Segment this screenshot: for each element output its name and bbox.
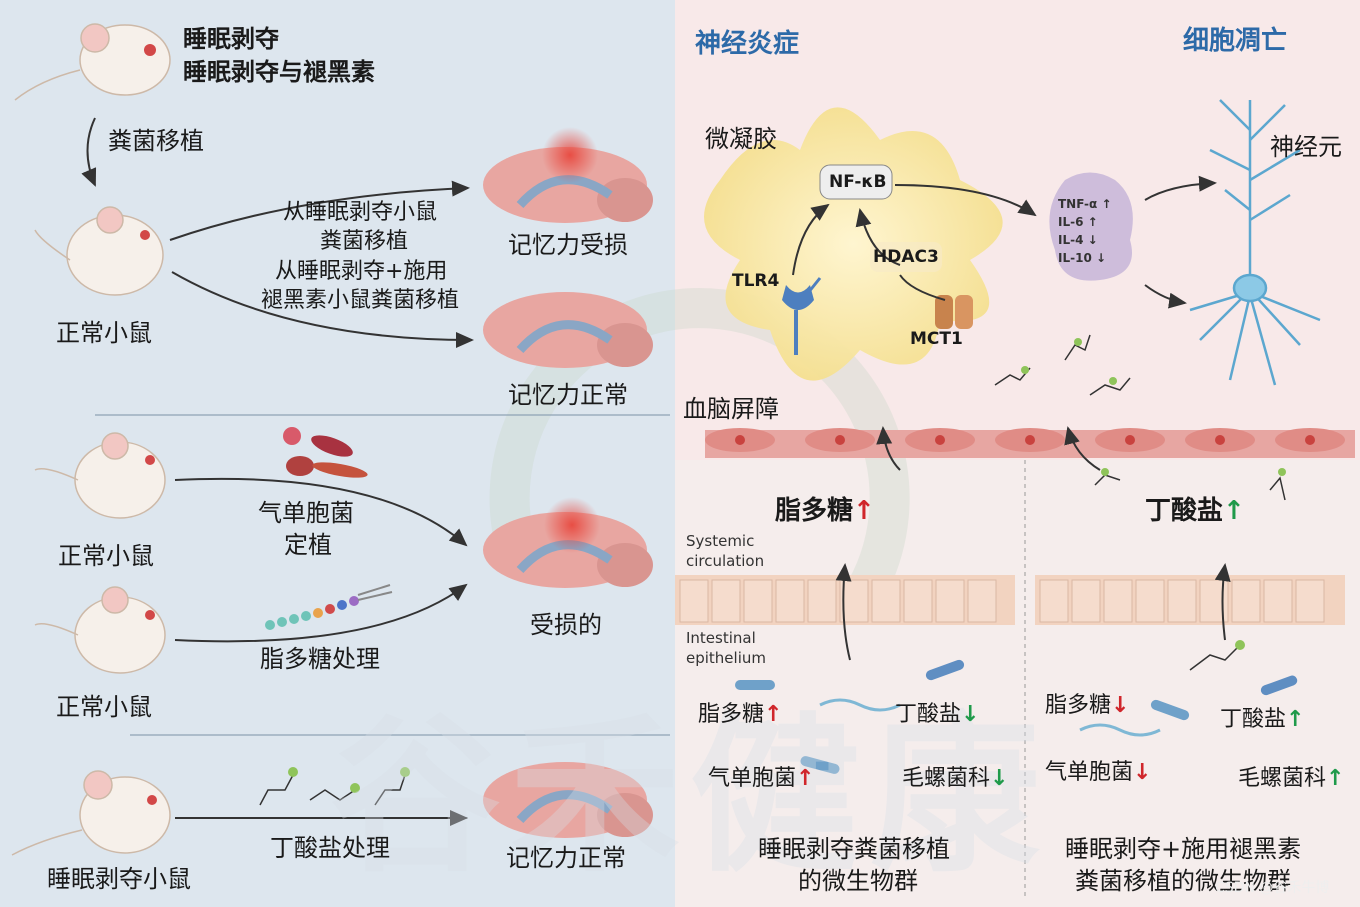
cytokine-il4: IL-4 ↓ [1058,233,1098,247]
mouse-icon-normal-3 [34,586,166,674]
brain-icon-damaged [483,497,653,588]
lps-small-right-text: 脂多糖 [1045,693,1112,718]
nfkb-label: NF-κB [829,172,887,192]
caption-right-1: 睡眠剥夺+施用褪黑素 [1065,835,1302,863]
lps-molecule-icon [265,584,393,630]
down-arrow-icon: ↓ [961,702,980,727]
lps-small-left-text: 脂多糖 [698,702,765,727]
brain-icon-normal-2 [483,762,653,838]
transfer-label-2: 粪菌移植 [320,229,409,254]
spiro-right-text: 毛螺菌科 [1238,766,1327,791]
brain-icon-normal-1 [483,292,653,368]
normal-mouse-label-2: 正常小鼠 [58,542,154,570]
hdac3-label: HDAC3 [873,247,939,267]
caption-left-1: 睡眠剥夺粪菌移植 [758,835,950,863]
bbb-label: 血脑屏障 [683,395,779,423]
mouse-icon-normal-1 [34,206,164,296]
transfer-label-3: 从睡眠剥夺+施用 [275,259,448,284]
sd-mouse-label: 睡眠剥夺小鼠 [47,865,191,893]
fmt-label: 粪菌移植 [108,127,204,155]
lps-small-left: 脂多糖↑ [698,702,782,727]
mct1-label: MCT1 [910,329,963,349]
memory-normal-label-1: 记忆力正常 [508,381,628,409]
mouse-icon-normal-2 [34,432,166,519]
up-arrow-icon: ↑ [1326,766,1345,791]
normal-mouse-label-1: 正常小鼠 [56,319,152,347]
lps-big-text: 脂多糖 [775,496,854,526]
memory-normal-label-2: 记忆力正常 [506,844,626,872]
up-arrow-icon: ↑ [764,702,783,727]
legend-sd-melatonin: 睡眠剥夺与褪黑素 [183,58,375,86]
butyrate-small-left: 丁酸盐↓ [895,702,979,727]
caption-left-2: 的微生物群 [798,867,918,895]
memory-impaired-label: 记忆力受损 [508,231,628,259]
legend-sd: 睡眠剥夺 [183,25,279,53]
caption-right-2: 粪菌移植的微生物群 [1075,867,1291,895]
apoptosis-title: 细胞凋亡 [1183,26,1288,56]
cytokine-list: TNF-α ↑ IL-6 ↑ IL-4 ↓ IL-10 ↓ [1058,195,1112,267]
aeromonas-right: 气单胞菌↓ [1045,760,1151,785]
neuron-cell [1189,99,1321,386]
butyrate-big-label: 丁酸盐↑ [1145,496,1245,527]
epithelium-label-1: Intestinal [686,629,756,647]
credit-text: CSDN @谷禾牛博 [1215,880,1330,896]
cytokine-il6: IL-6 ↑ [1058,215,1098,229]
neuroinflammation-title: 神经炎症 [695,29,800,59]
cytokine-il10: IL-10 ↓ [1058,251,1107,265]
cytokine-tnf: TNF-α ↑ [1058,197,1112,211]
epithelium-label-2: epithelium [686,649,766,667]
systemic-label-2: circulation [686,552,765,570]
cytokine-cluster [1049,172,1133,281]
butyrate-molecules-right [994,334,1286,671]
impaired-label: 受损的 [530,611,602,639]
aeromonas-label-2: 定植 [284,531,332,559]
up-arrow-icon: ↑ [853,496,875,526]
transfer-label-4: 褪黑素小鼠粪菌移植 [261,288,460,313]
intestinal-epithelium-right [1035,575,1345,625]
up-arrow-icon: ↑ [1286,707,1305,732]
aeromonas-label-1: 气单胞菌 [258,499,354,527]
butyrate-small-left-text: 丁酸盐 [895,702,962,727]
down-arrow-icon: ↓ [1111,693,1130,718]
blood-brain-barrier [705,428,1355,458]
normal-mouse-label-3: 正常小鼠 [56,693,152,721]
neuron-label: 神经元 [1270,133,1342,161]
brain-icon-impaired [483,127,653,223]
gut-bacteria [735,659,1298,774]
transfer-label-1: 从睡眠剥夺小鼠 [283,200,438,225]
spiro-right: 毛螺菌科↑ [1238,766,1344,791]
spiro-left-text: 毛螺菌科 [902,766,991,791]
butyrate-big-text: 丁酸盐 [1145,496,1224,526]
spiro-left: 毛螺菌科↓ [902,766,1008,791]
aeromonas-left: 气单胞菌↑ [708,766,814,791]
butyrate-small-right: 丁酸盐↑ [1220,707,1304,732]
intestinal-epithelium-left [675,575,1015,625]
lps-big-label: 脂多糖↑ [775,496,875,527]
tlr4-receptor [782,277,822,355]
mct1-transporter [935,295,973,329]
aeromonas-icon [283,427,368,478]
aeromonas-left-text: 气单胞菌 [708,766,797,791]
lps-treatment-label: 脂多糖处理 [260,645,380,673]
up-arrow-icon: ↑ [796,766,815,791]
up-arrow-icon: ↑ [1223,496,1245,526]
microglia-label: 微凝胶 [705,125,777,153]
aeromonas-right-text: 气单胞菌 [1045,760,1134,785]
lps-small-right: 脂多糖↓ [1045,693,1129,718]
butyrate-small-right-text: 丁酸盐 [1220,707,1287,732]
systemic-label-1: Systemic [686,532,755,550]
microglia-cell [704,107,1003,381]
butyrate-treatment-label: 丁酸盐处理 [270,834,390,862]
down-arrow-icon: ↓ [990,766,1009,791]
butyrate-molecule-icon [259,767,410,806]
tlr4-label: TLR4 [732,271,780,291]
mouse-icon-sd [11,770,171,856]
down-arrow-icon: ↓ [1133,760,1152,785]
watermark-text: 谷禾健康 [330,698,1051,896]
mouse-icon-legend [14,23,171,101]
